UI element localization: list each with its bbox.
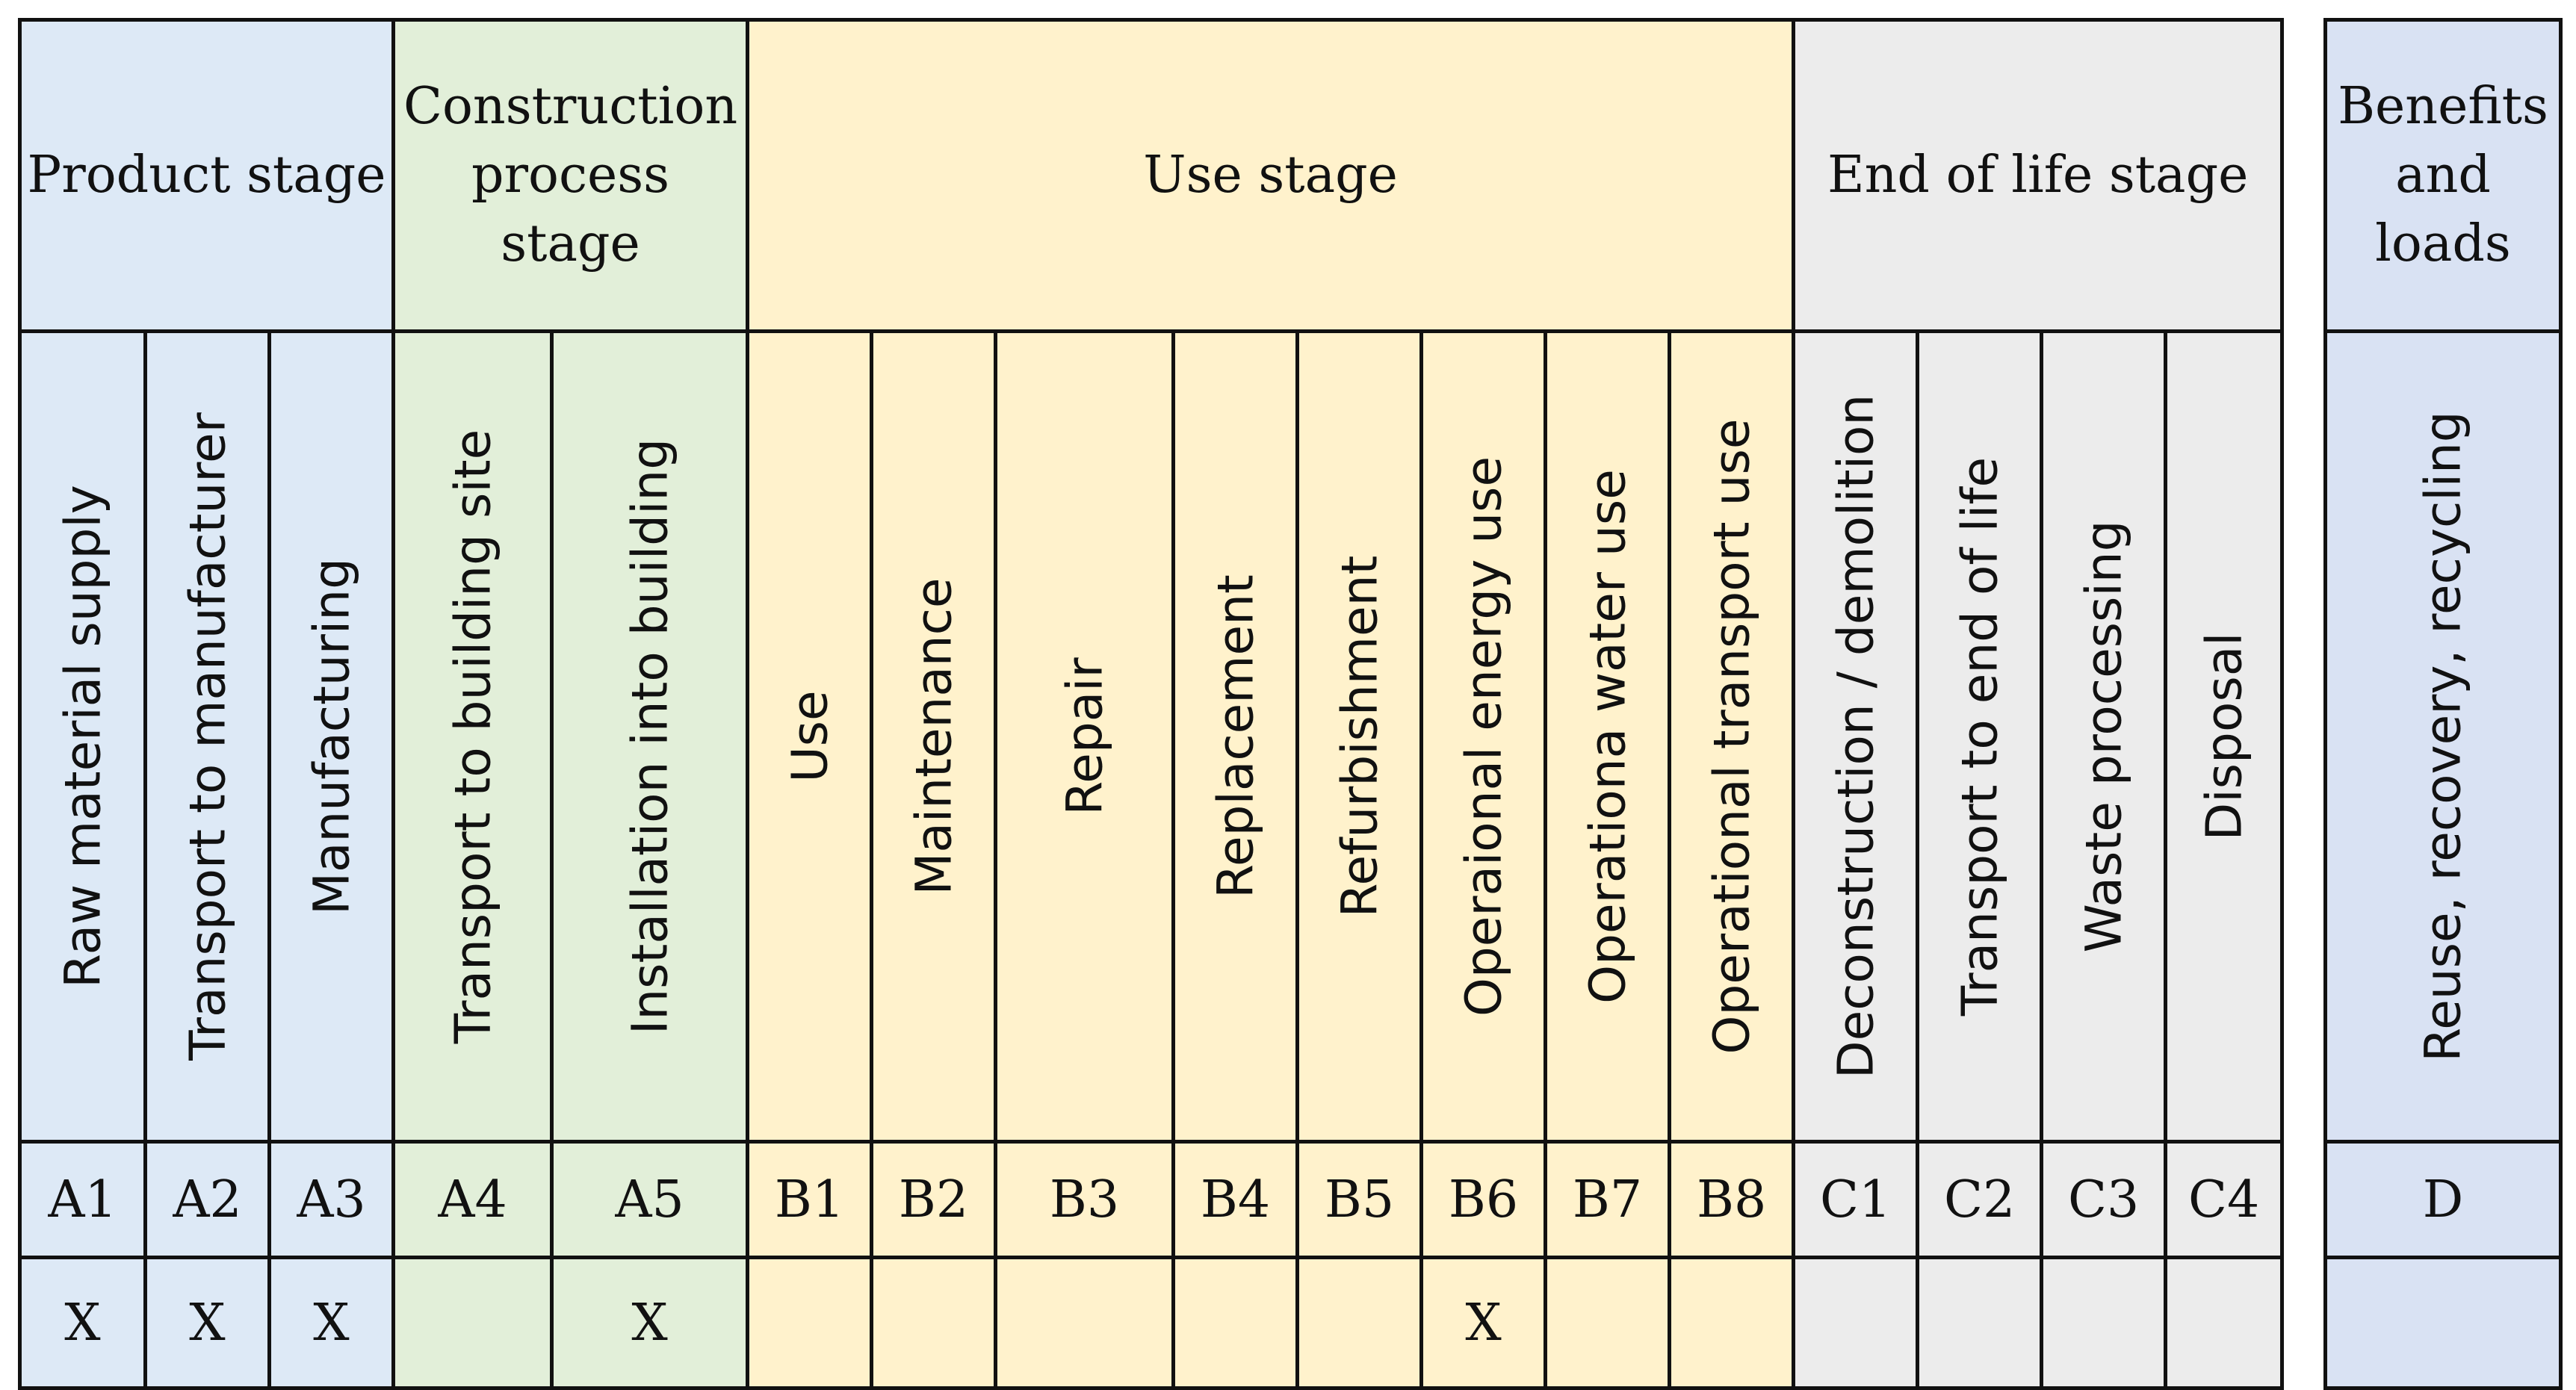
module-mark: X bbox=[267, 1256, 396, 1390]
module-name: Replacement bbox=[1207, 574, 1265, 899]
module-code: A2 bbox=[143, 1140, 271, 1259]
module-a4-cell: Transport to building site bbox=[391, 329, 554, 1144]
module-code: A3 bbox=[267, 1140, 396, 1259]
module-b1-cell: Use bbox=[746, 329, 874, 1144]
module-code: B1 bbox=[746, 1140, 874, 1259]
module-b3-cell: Repair bbox=[994, 329, 1176, 1144]
module-name: Reuse, recovery, recycling bbox=[2414, 411, 2472, 1062]
stage-end-of-life: End of life stage bbox=[1792, 18, 2285, 333]
module-name: Use bbox=[781, 690, 839, 783]
module-code: A4 bbox=[391, 1140, 554, 1259]
module-mark bbox=[1544, 1256, 1672, 1390]
module-name: Disposal bbox=[2195, 632, 2253, 841]
module-name-row: Raw material supply Transport to manufac… bbox=[18, 329, 2285, 1144]
module-name: Raw material supply bbox=[54, 485, 111, 988]
module-code-row: A1 A2 A3 A4 A5 B1 B2 B3 B4 B5 B6 B7 B8 C… bbox=[18, 1140, 2285, 1259]
module-mark: X bbox=[550, 1256, 750, 1390]
module-mark bbox=[1171, 1256, 1300, 1390]
module-mark: X bbox=[1419, 1256, 1548, 1390]
module-name: Repair bbox=[1056, 657, 1114, 816]
module-c4-cell: Disposal bbox=[2164, 329, 2285, 1144]
module-code: C2 bbox=[1916, 1140, 2044, 1259]
module-mark bbox=[1668, 1256, 1796, 1390]
module-code: B2 bbox=[870, 1140, 998, 1259]
module-code: C1 bbox=[1792, 1140, 1920, 1259]
module-code: C3 bbox=[2040, 1140, 2168, 1259]
benefits-mark-row bbox=[2323, 1256, 2563, 1390]
module-name: Deconstruction / demolition bbox=[1827, 394, 1885, 1079]
module-mark bbox=[2040, 1256, 2168, 1390]
benefits-and-loads-table: Benefits and loads Reuse, recovery, recy… bbox=[2323, 18, 2563, 1390]
module-a2-cell: Transport to manufacturer bbox=[143, 329, 271, 1144]
module-mark bbox=[994, 1256, 1176, 1390]
module-code: B7 bbox=[1544, 1140, 1672, 1259]
module-name: Maintenance bbox=[905, 577, 963, 896]
stage-header-row: Product stage Construction process stage… bbox=[17, 18, 2285, 333]
module-code: B5 bbox=[1295, 1140, 1424, 1259]
benefits-code-row: D bbox=[2323, 1140, 2563, 1259]
benefits-header-row: Benefits and loads bbox=[2323, 18, 2563, 333]
module-mark bbox=[746, 1256, 874, 1390]
module-code: A1 bbox=[18, 1140, 147, 1259]
module-a5-cell: Installation into building bbox=[550, 329, 750, 1144]
module-b5-cell: Refurbishment bbox=[1295, 329, 1424, 1144]
module-name: Installation into building bbox=[621, 438, 679, 1035]
stage-product: Product stage bbox=[17, 18, 396, 333]
module-b8-cell: Operational transport use bbox=[1668, 329, 1796, 1144]
module-mark-row: X X X X X bbox=[18, 1256, 2285, 1390]
module-b2-cell: Maintenance bbox=[870, 329, 998, 1144]
module-code: A5 bbox=[550, 1140, 750, 1259]
module-name: Transport to end of life bbox=[1951, 456, 2009, 1017]
module-name: Refurbishment bbox=[1331, 555, 1389, 918]
stage-use: Use stage bbox=[746, 18, 1796, 333]
module-a3-cell: Manufacturing bbox=[267, 329, 396, 1144]
module-code: B8 bbox=[1668, 1140, 1796, 1259]
module-c3-cell: Waste processing bbox=[2040, 329, 2168, 1144]
module-mark bbox=[2323, 1256, 2563, 1390]
module-mark bbox=[1295, 1256, 1424, 1390]
module-name: Operational transport use bbox=[1703, 418, 1761, 1055]
module-code: B6 bbox=[1419, 1140, 1548, 1259]
module-name: Transport to building site bbox=[444, 429, 502, 1044]
module-mark bbox=[1792, 1256, 1920, 1390]
module-name: Transport to manufacturer bbox=[179, 412, 236, 1061]
module-a1-cell: Raw material supply bbox=[18, 329, 147, 1144]
module-mark bbox=[391, 1256, 554, 1390]
module-d-cell: Reuse, recovery, recycling bbox=[2323, 329, 2563, 1144]
module-name: Manufacturing bbox=[303, 558, 361, 915]
module-name: Operationa water use bbox=[1579, 469, 1637, 1004]
module-c2-cell: Transport to end of life bbox=[1916, 329, 2044, 1144]
module-b7-cell: Operationa water use bbox=[1544, 329, 1672, 1144]
module-mark bbox=[1916, 1256, 2044, 1390]
module-b6-cell: Operaional energy use bbox=[1419, 329, 1548, 1144]
module-b4-cell: Replacement bbox=[1171, 329, 1300, 1144]
module-code: C4 bbox=[2164, 1140, 2285, 1259]
module-code: D bbox=[2323, 1140, 2563, 1259]
module-code: B3 bbox=[994, 1140, 1176, 1259]
module-mark bbox=[2164, 1256, 2285, 1390]
module-name: Waste processing bbox=[2075, 520, 2133, 953]
benefits-module-row: Reuse, recovery, recycling bbox=[2323, 329, 2563, 1144]
stage-construction: Construction process stage bbox=[391, 18, 750, 333]
module-mark bbox=[870, 1256, 998, 1390]
module-code: B4 bbox=[1171, 1140, 1300, 1259]
module-name: Operaional energy use bbox=[1455, 456, 1513, 1017]
module-mark: X bbox=[143, 1256, 271, 1390]
module-c1-cell: Deconstruction / demolition bbox=[1792, 329, 1920, 1144]
module-mark: X bbox=[18, 1256, 147, 1390]
life-cycle-stages-table: Product stage Construction process stage… bbox=[17, 18, 2285, 1390]
stage-benefits-and-loads: Benefits and loads bbox=[2323, 18, 2563, 333]
